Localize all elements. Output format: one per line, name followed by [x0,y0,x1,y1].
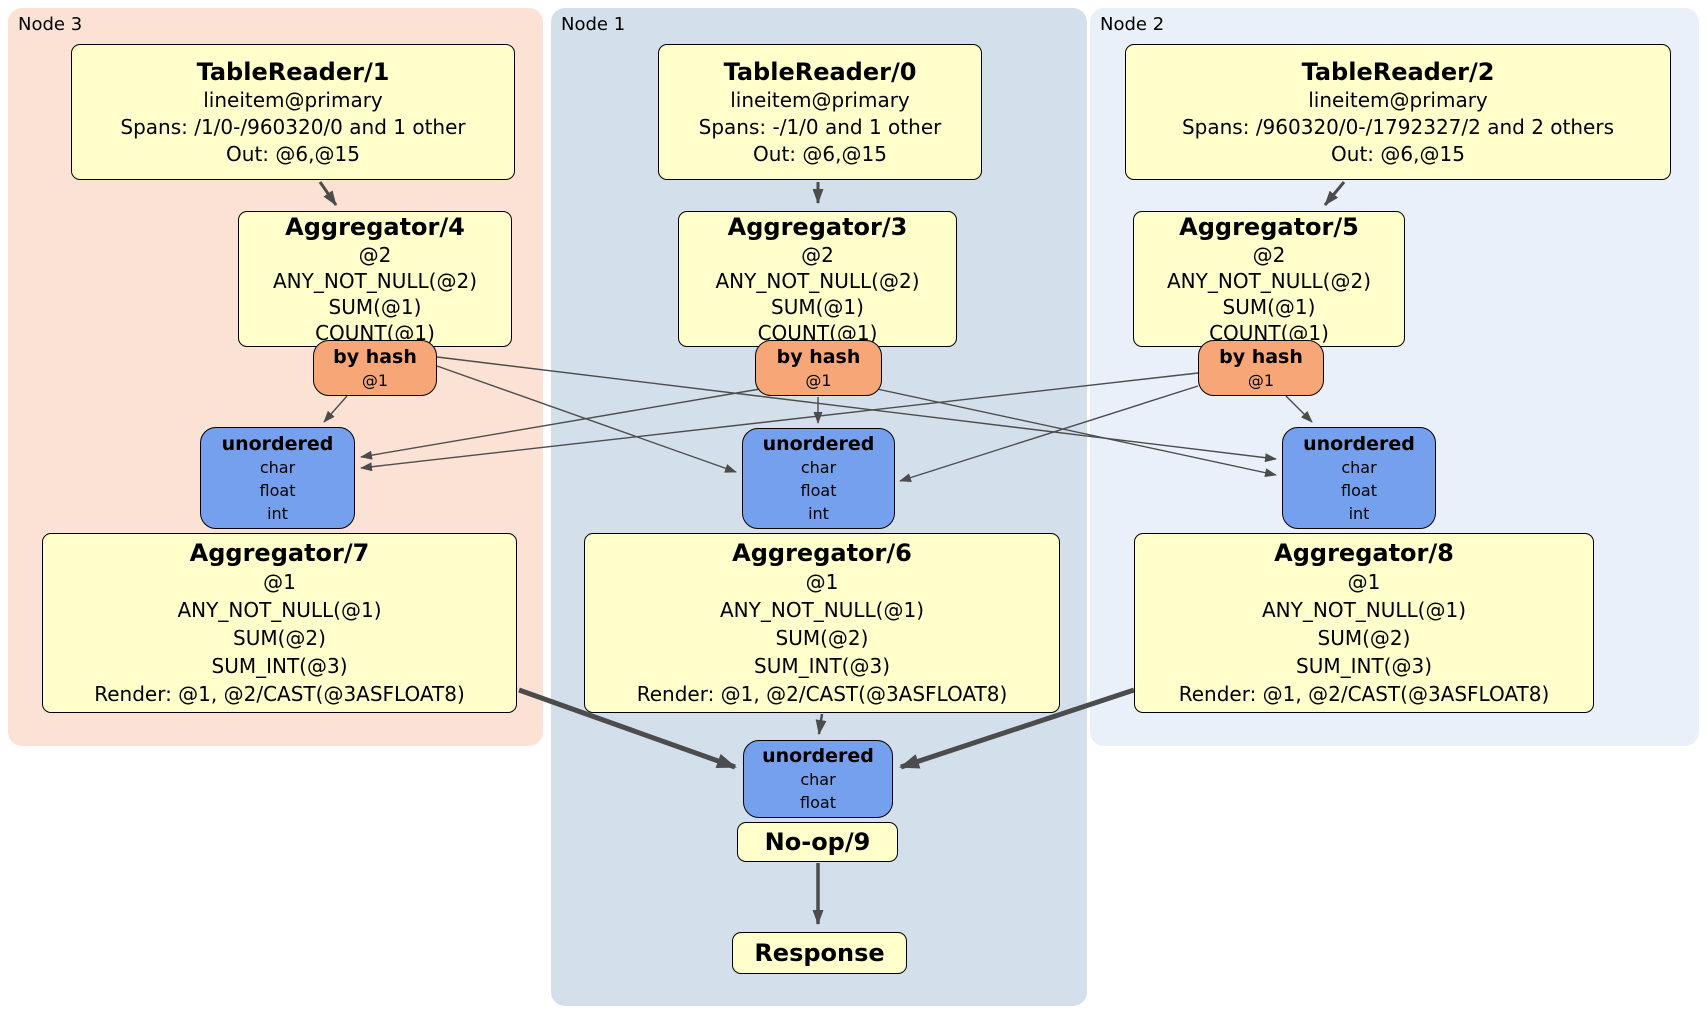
processor-detail: @1 [1347,570,1381,594]
sync-column: float [800,481,837,500]
processor-detail: ANY_NOT_NULL(@2) [1167,269,1371,293]
processor-aggregator-8: Aggregator/8 @1 ANY_NOT_NULL(@1) SUM(@2)… [1134,533,1594,713]
router-by-hash-node1: by hash @1 [755,340,882,396]
router-detail: @1 [805,370,832,390]
processor-aggregator-4: Aggregator/4 @2 ANY_NOT_NULL(@2) SUM(@1)… [238,211,512,347]
processor-noop-9: No-op/9 [737,822,898,862]
processor-title: Aggregator/8 [1274,539,1454,567]
processor-detail: Render: @1, @2/CAST(@3ASFLOAT8) [1178,682,1550,706]
sync-unordered-node3: unordered char float int [200,427,355,529]
sync-column: char [800,770,836,789]
processor-detail: ANY_NOT_NULL(@1) [720,598,924,622]
sync-column: char [259,457,296,477]
processor-title: Aggregator/4 [285,213,465,241]
processor-detail: ANY_NOT_NULL(@2) [273,269,477,293]
processor-detail: Out: @6,@15 [226,141,360,166]
processor-title: TableReader/0 [723,57,917,86]
router-by-hash-node3: by hash @1 [313,340,437,396]
processor-detail: ANY_NOT_NULL(@1) [1262,598,1466,622]
processor-detail: SUM_INT(@3) [754,654,890,678]
router-title: by hash [1219,345,1303,368]
sync-column: int [1348,503,1370,523]
processor-aggregator-3: Aggregator/3 @2 ANY_NOT_NULL(@2) SUM(@1)… [678,211,957,347]
processor-title: Aggregator/6 [732,539,912,567]
sync-title: unordered [762,745,874,767]
sync-column: float [1341,480,1377,500]
processor-aggregator-7: Aggregator/7 @1 ANY_NOT_NULL(@1) SUM(@2)… [42,533,517,713]
sync-column: int [267,503,288,523]
sync-column: int [808,504,829,523]
processor-detail: lineitem@primary [1308,87,1488,112]
processor-response: Response [732,932,907,974]
processor-detail: SUM_INT(@3) [211,654,348,678]
processor-tablereader-2: TableReader/2 lineitem@primary Spans: /9… [1125,44,1671,180]
processor-aggregator-6: Aggregator/6 @1 ANY_NOT_NULL(@1) SUM(@2)… [584,533,1060,713]
processor-detail: lineitem@primary [730,87,910,112]
processor-detail: Spans: -/1/0 and 1 other [698,114,942,139]
router-detail: @1 [1247,370,1275,390]
sync-unordered-node1: unordered char float int [742,428,895,529]
processor-tablereader-1: TableReader/1 lineitem@primary Spans: /1… [71,44,515,180]
processor-detail: SUM_INT(@3) [1296,654,1432,678]
region-label-node3: Node 3 [18,14,83,35]
sync-title: unordered [762,433,875,455]
router-by-hash-node2: by hash @1 [1198,340,1324,396]
processor-detail: @2 [801,243,834,267]
processor-detail: @2 [1252,243,1286,267]
router-title: by hash [333,345,417,368]
processor-detail: lineitem@primary [203,87,383,112]
processor-detail: SUM(@2) [233,626,326,650]
processor-detail: ANY_NOT_NULL(@2) [715,269,920,293]
processor-detail: Out: @6,@15 [753,141,887,166]
sync-title: unordered [1303,432,1415,455]
sync-unordered-node2: unordered char float int [1282,427,1436,529]
processor-title: No-op/9 [764,828,871,856]
processor-detail: ANY_NOT_NULL(@1) [177,598,382,622]
processor-detail: @1 [263,570,296,594]
processor-detail: Spans: /960320/0-/1792327/2 and 2 others [1181,114,1614,139]
processor-detail: SUM(@2) [1317,626,1411,650]
processor-title: Aggregator/3 [727,213,908,241]
sync-title: unordered [221,432,334,455]
processor-detail: Out: @6,@15 [1331,141,1465,166]
processor-title: TableReader/2 [1301,57,1495,86]
processor-title: TableReader/1 [196,57,390,86]
router-detail: @1 [361,370,389,390]
processor-detail: SUM(@1) [328,295,422,319]
processor-detail: Render: @1, @2/CAST(@3ASFLOAT8) [636,682,1008,706]
processor-detail: @1 [805,570,839,594]
sync-column: float [800,793,836,812]
processor-detail: Spans: /1/0-/960320/0 and 1 other [120,114,466,139]
sync-column: float [259,480,296,500]
processor-title: Response [754,939,885,967]
processor-detail: SUM(@1) [1222,295,1316,319]
processor-detail: SUM(@1) [771,295,864,319]
sync-unordered-final: unordered char float [743,740,893,818]
region-label-node2: Node 2 [1100,14,1165,35]
processor-detail: Render: @1, @2/CAST(@3ASFLOAT8) [94,682,465,706]
region-label-node1: Node 1 [561,14,626,35]
processor-title: Aggregator/5 [1179,213,1359,241]
processor-tablereader-0: TableReader/0 lineitem@primary Spans: -/… [658,44,982,180]
processor-detail: SUM(@2) [775,626,869,650]
sync-column: char [800,458,837,477]
processor-aggregator-5: Aggregator/5 @2 ANY_NOT_NULL(@2) SUM(@1)… [1133,211,1405,347]
router-title: by hash [776,345,861,368]
sync-column: char [1341,457,1377,477]
processor-title: Aggregator/7 [189,539,370,567]
processor-detail: @2 [358,243,392,267]
